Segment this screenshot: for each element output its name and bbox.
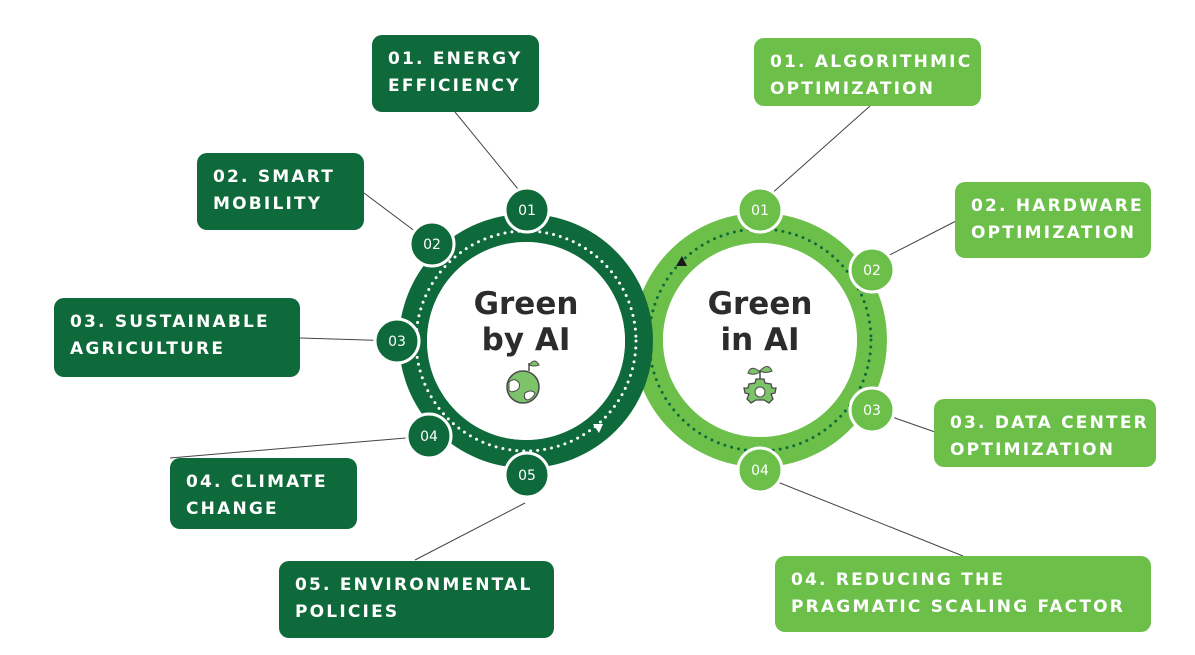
right-nodes [736, 186, 896, 494]
label-line: MOBILITY [213, 194, 323, 214]
green-in-ai-title-line2: in AI [720, 322, 800, 358]
label-line: PRAGMATIC SCALING FACTOR [791, 597, 1126, 617]
green-in-ai-title: Green in AI [690, 286, 830, 358]
earth-sprout-icon [506, 360, 540, 404]
label-sustainable-agriculture: 03. SUSTAINABLE AGRICULTURE [54, 298, 300, 377]
label-line: EFFICIENCY [388, 76, 521, 96]
label-algorithmic-optimization: 01. ALGORITHMIC OPTIMIZATION [754, 38, 981, 106]
node-left-02-label: 02 [423, 237, 441, 253]
node-right-01-label: 01 [751, 203, 769, 219]
connector-lines [169, 105, 964, 561]
node-left-01 [503, 186, 551, 234]
label-line: 04. CLIMATE [186, 472, 328, 492]
cycle-arrow-icon [676, 256, 687, 266]
gear-sprout-icon [743, 366, 777, 404]
label-line: 01. ALGORITHMIC [770, 52, 973, 72]
label-reducing-pragmatic-scaling-factor: 04. REDUCING THE PRAGMATIC SCALING FACTO… [775, 556, 1151, 632]
label-environmental-policies: 05. ENVIRONMENTAL POLICIES [279, 561, 554, 638]
label-line: 05. ENVIRONMENTAL [295, 575, 533, 595]
label-line: 01. ENERGY [388, 49, 523, 69]
label-line: 02. SMART [213, 167, 336, 187]
label-line: OPTIMIZATION [971, 223, 1137, 243]
label-line: OPTIMIZATION [950, 440, 1116, 460]
node-right-04-label: 04 [751, 463, 769, 479]
label-line: 03. SUSTAINABLE [70, 312, 270, 332]
node-left-04 [405, 412, 453, 460]
label-line: 04. REDUCING THE [791, 570, 1006, 590]
label-line: 02. HARDWARE [971, 196, 1144, 216]
node-right-02 [848, 246, 896, 294]
node-right-03 [848, 386, 896, 434]
green-by-ai-title-line1: Green [473, 286, 579, 322]
label-energy-efficiency: 01. ENERGY EFFICIENCY [372, 35, 539, 112]
node-left-05 [503, 451, 551, 499]
cycle-arrow-icon [593, 424, 603, 433]
green-by-ai-title: Green by AI [456, 286, 596, 358]
label-data-center-optimization: 03. DATA CENTER OPTIMIZATION [934, 399, 1156, 467]
node-right-02-label: 02 [863, 263, 881, 279]
node-right-01 [736, 186, 784, 234]
label-climate-change: 04. CLIMATE CHANGE [170, 458, 357, 529]
node-left-02 [408, 220, 456, 268]
label-line: 03. DATA CENTER [950, 413, 1149, 433]
node-numbers: 01 02 03 04 05 01 02 03 04 [388, 203, 881, 484]
label-smart-mobility: 02. SMART MOBILITY [197, 153, 364, 230]
node-right-04 [736, 446, 784, 494]
label-hardware-optimization: 02. HARDWARE OPTIMIZATION [955, 182, 1151, 258]
node-left-03-label: 03 [388, 334, 406, 350]
node-right-03-label: 03 [863, 403, 881, 419]
node-left-03 [373, 317, 421, 365]
label-line: CHANGE [186, 499, 279, 519]
node-left-04-label: 04 [420, 429, 438, 445]
green-by-ai-title-line2: by AI [481, 322, 571, 358]
green-in-ai-title-line1: Green [707, 286, 813, 322]
label-line: POLICIES [295, 602, 400, 622]
label-line: OPTIMIZATION [770, 79, 936, 99]
left-nodes [373, 186, 551, 499]
label-line: AGRICULTURE [70, 339, 226, 359]
node-left-01-label: 01 [518, 203, 536, 219]
node-left-05-label: 05 [518, 468, 536, 484]
